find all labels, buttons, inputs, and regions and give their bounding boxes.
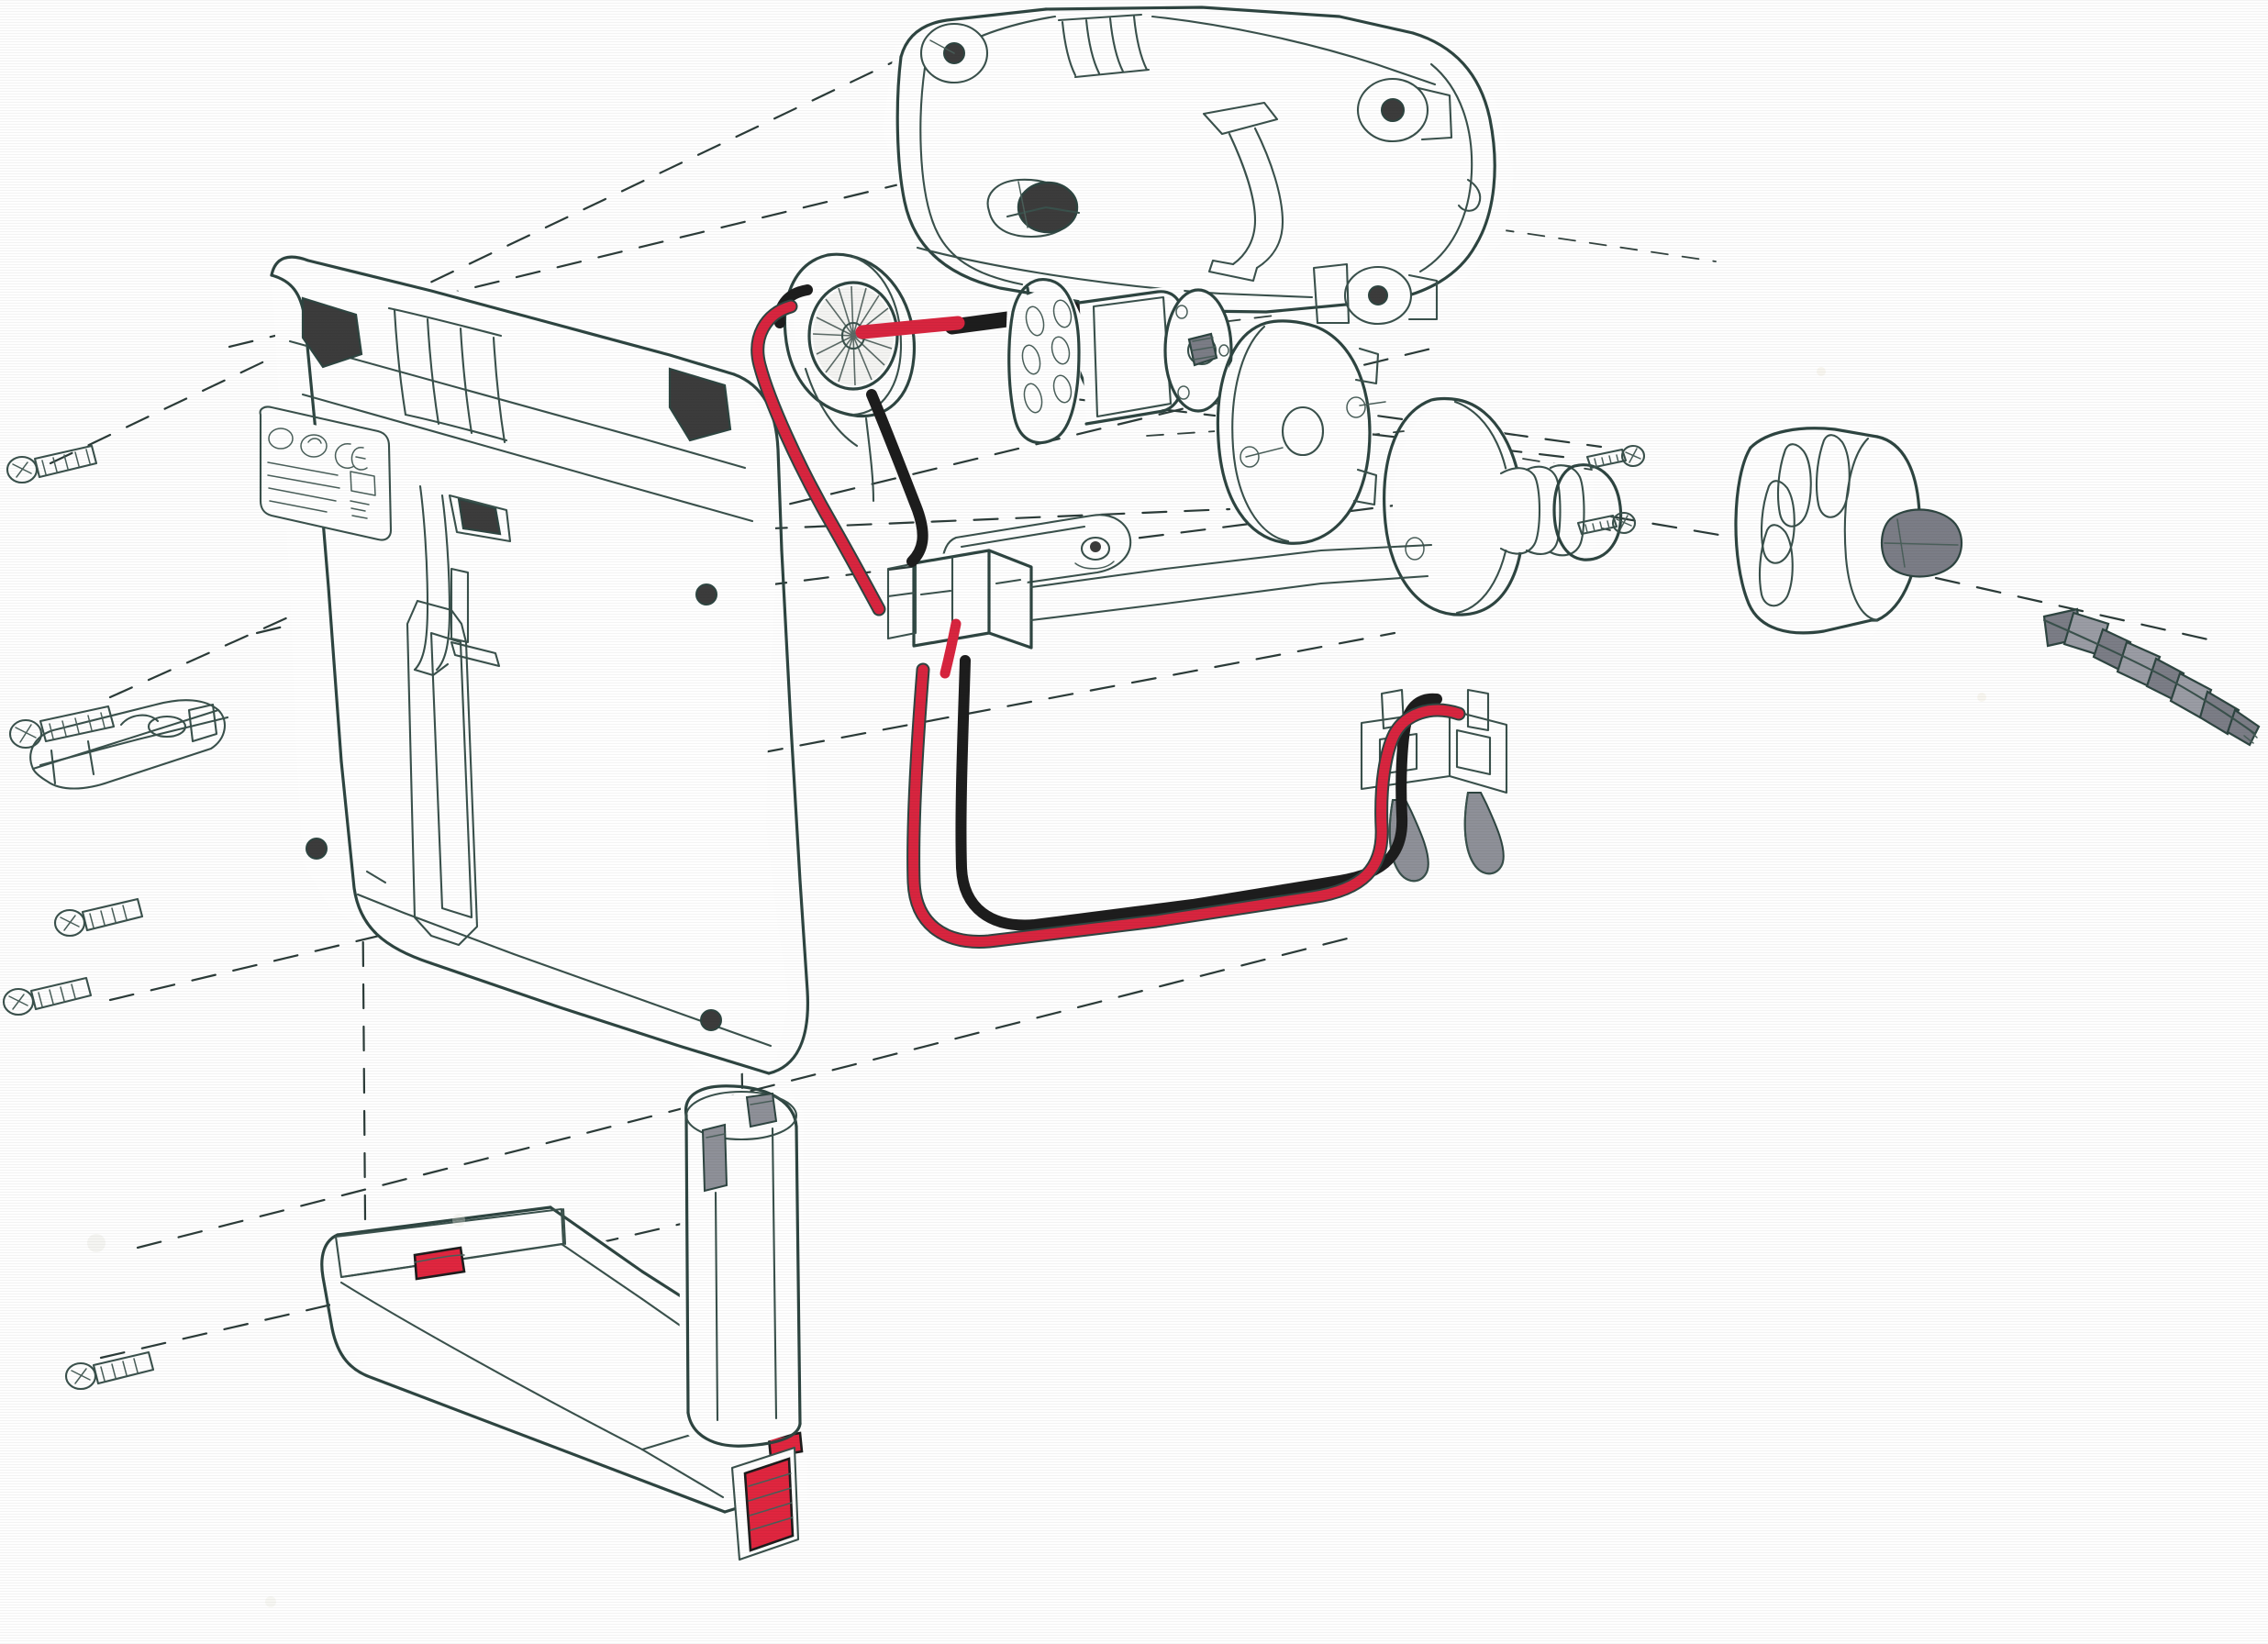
vent-slots-left (387, 306, 508, 444)
drill-bit[interactable] (2042, 607, 2261, 747)
screw-2[interactable] (8, 705, 116, 750)
screw-4[interactable] (2, 976, 93, 1016)
left-housing-shell[interactable] (259, 255, 810, 1078)
screw-boss-upper-left (919, 22, 989, 84)
spindle-assembly[interactable] (1383, 396, 1623, 616)
gearbox-plate[interactable] (1215, 319, 1386, 545)
end-bell-flutes (1021, 299, 1073, 414)
vent-patch-right (668, 367, 732, 442)
screw-7[interactable] (1576, 511, 1637, 536)
screw-boss-dot-bottom (700, 1009, 722, 1031)
vent-slots-right (1057, 13, 1151, 79)
motor-fan[interactable] (783, 251, 917, 503)
screw-1[interactable] (6, 444, 98, 484)
screw-boss-dot-top (695, 583, 717, 605)
screw-boss-dot-mid (306, 838, 328, 860)
screw-6[interactable] (1585, 444, 1646, 470)
battery-cell (679, 1084, 804, 1457)
motor-body[interactable] (1004, 278, 1233, 445)
red-lead-wire (750, 299, 1466, 949)
battery-pack[interactable] (320, 1084, 807, 1561)
fan-blades (812, 285, 895, 386)
chuck[interactable] (1734, 424, 1962, 637)
screw-boss-lower-right (1312, 262, 1439, 326)
screw-5[interactable] (64, 1350, 155, 1391)
internal-rib (1202, 101, 1284, 283)
rating-label-plate[interactable] (259, 405, 393, 541)
vent-patch-trigger (457, 497, 502, 536)
battery-terminal-block[interactable] (1360, 688, 1508, 883)
screw-3[interactable] (53, 897, 144, 938)
stepped-shaft (1499, 462, 1623, 561)
right-housing-shell[interactable] (883, 6, 1514, 409)
screw-boss-upper-right (1356, 77, 1453, 143)
battery-cell-terminal-a (701, 1123, 728, 1193)
belt-clip[interactable] (29, 699, 229, 794)
battery-cell-terminal-b (745, 1092, 778, 1128)
battery-label-end (743, 1457, 795, 1552)
direction-selector[interactable] (986, 178, 1081, 239)
vent-patch-left (301, 296, 363, 369)
chuck-flutes (1758, 434, 1851, 607)
trigger-switch[interactable] (886, 514, 1433, 657)
paper-speckles (87, 367, 1986, 1607)
